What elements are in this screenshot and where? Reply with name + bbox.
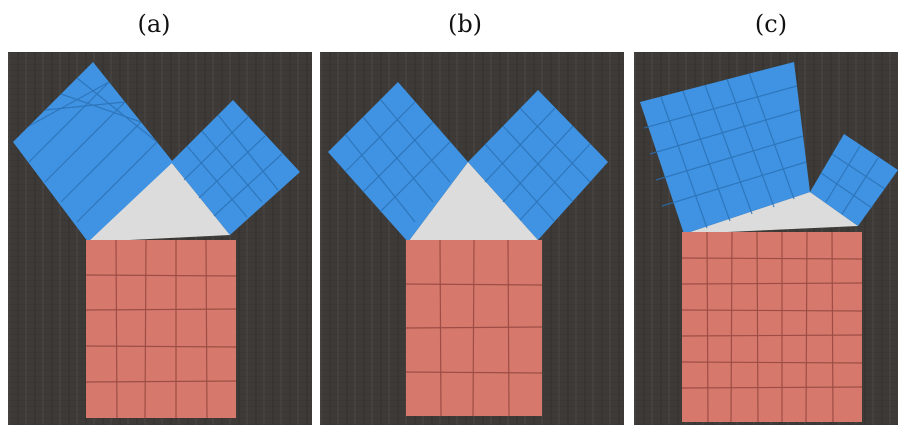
triangle-a xyxy=(88,162,230,242)
panel-label-b: (b) xyxy=(447,10,483,38)
blue-square-left-c xyxy=(640,62,810,234)
photo-panel-b xyxy=(320,52,624,425)
triangle-b xyxy=(408,162,538,242)
pythagoras-arrangement-a xyxy=(13,62,300,419)
red-square-b xyxy=(405,239,543,417)
blue-square-right-a xyxy=(171,100,300,235)
blue-square-left-b xyxy=(328,82,468,242)
pythagoras-arrangement-b xyxy=(328,82,608,417)
pythagoras-arrangement-c xyxy=(640,62,898,423)
red-square-a xyxy=(85,239,237,419)
red-square-c xyxy=(681,231,863,423)
panel-label-c: (c) xyxy=(754,10,788,38)
photo-panel-c xyxy=(634,52,898,425)
triangle-c xyxy=(684,192,858,234)
blue-square-left-a xyxy=(13,62,173,242)
blue-square-right-b xyxy=(468,90,608,240)
blue-square-right-c xyxy=(810,134,898,226)
panel-label-a: (a) xyxy=(137,10,171,38)
photo-panel-a xyxy=(8,52,312,425)
